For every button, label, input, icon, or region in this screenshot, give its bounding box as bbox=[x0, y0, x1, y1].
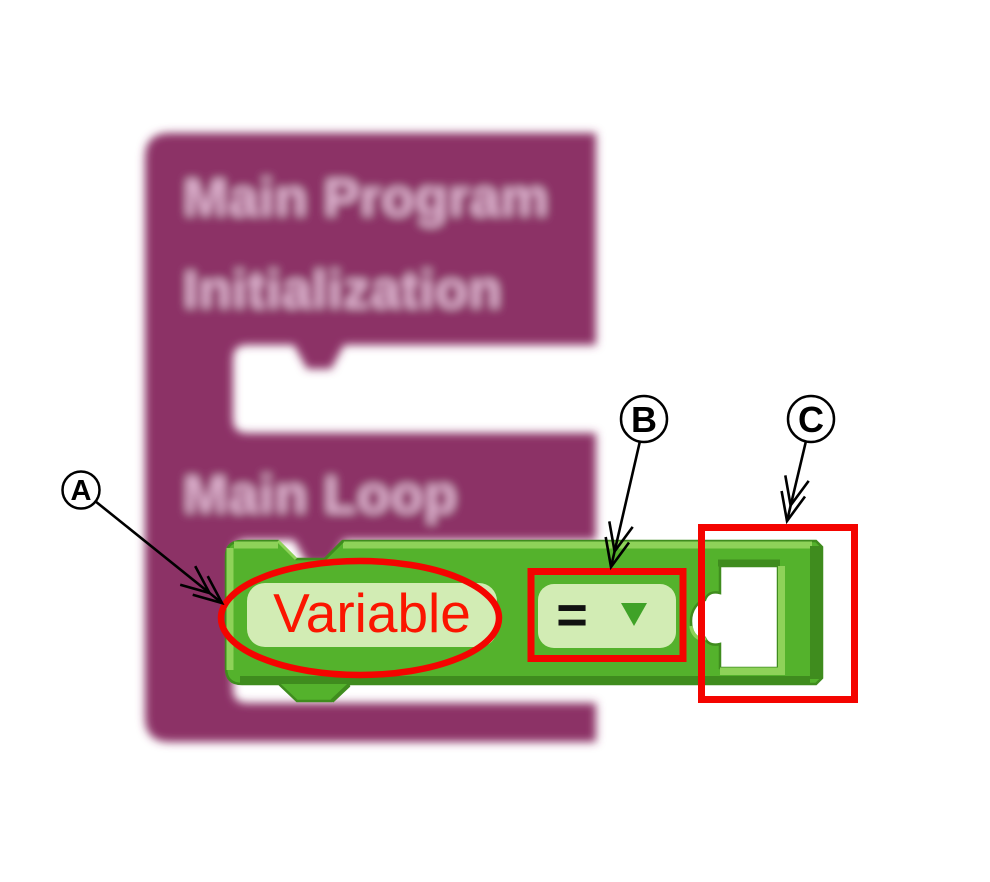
top-highlight-left bbox=[234, 541, 278, 549]
annotation-c-badge: C bbox=[786, 394, 836, 444]
annotation-a-arrow bbox=[94, 499, 225, 606]
socket-right-highlight bbox=[778, 566, 785, 669]
initialization-section-label: Initialization bbox=[183, 260, 502, 320]
annotation-b-badge: B bbox=[619, 394, 669, 444]
annotation-c-rect bbox=[698, 524, 858, 703]
bottom-shadow bbox=[240, 676, 810, 684]
annotations: A B C bbox=[61, 394, 858, 703]
annotation-c-letter: C bbox=[798, 399, 824, 440]
dropdown-arrow-icon[interactable] bbox=[621, 603, 647, 626]
operator-label: = bbox=[556, 585, 588, 645]
variable-field[interactable] bbox=[247, 583, 497, 647]
main-loop-section-label: Main Loop bbox=[183, 465, 457, 525]
program-title: Main Program bbox=[183, 168, 549, 228]
top-highlight-right bbox=[343, 541, 812, 549]
annotation-b-rect bbox=[527, 568, 687, 662]
right-shadow bbox=[810, 546, 821, 679]
annotation-c-arrow bbox=[780, 440, 810, 525]
notch-shadow bbox=[323, 539, 345, 561]
operator-dropdown[interactable] bbox=[538, 584, 676, 648]
annotation-a-ellipse bbox=[217, 557, 503, 679]
socket-top-shadow bbox=[718, 559, 780, 567]
socket-bottom-highlight bbox=[720, 667, 785, 675]
notch-highlight bbox=[276, 539, 298, 561]
annotation-b-arrow bbox=[604, 440, 642, 571]
annotation-a-letter: A bbox=[71, 475, 92, 507]
annotation-b-circle bbox=[619, 394, 669, 444]
main-program-block[interactable]: Main Program Initialization Main Loop bbox=[145, 133, 596, 742]
main-program-block-shape[interactable] bbox=[145, 133, 596, 742]
block-bevel bbox=[226, 539, 821, 703]
bump-shadow bbox=[330, 683, 351, 703]
annotation-c-circle bbox=[786, 394, 836, 444]
variable-field-label: Variable bbox=[273, 582, 471, 644]
left-highlight bbox=[226, 548, 234, 670]
annotation-a-badge: A bbox=[61, 470, 101, 510]
annotation-b-letter: B bbox=[631, 399, 657, 440]
annotation-a-circle bbox=[61, 470, 101, 510]
